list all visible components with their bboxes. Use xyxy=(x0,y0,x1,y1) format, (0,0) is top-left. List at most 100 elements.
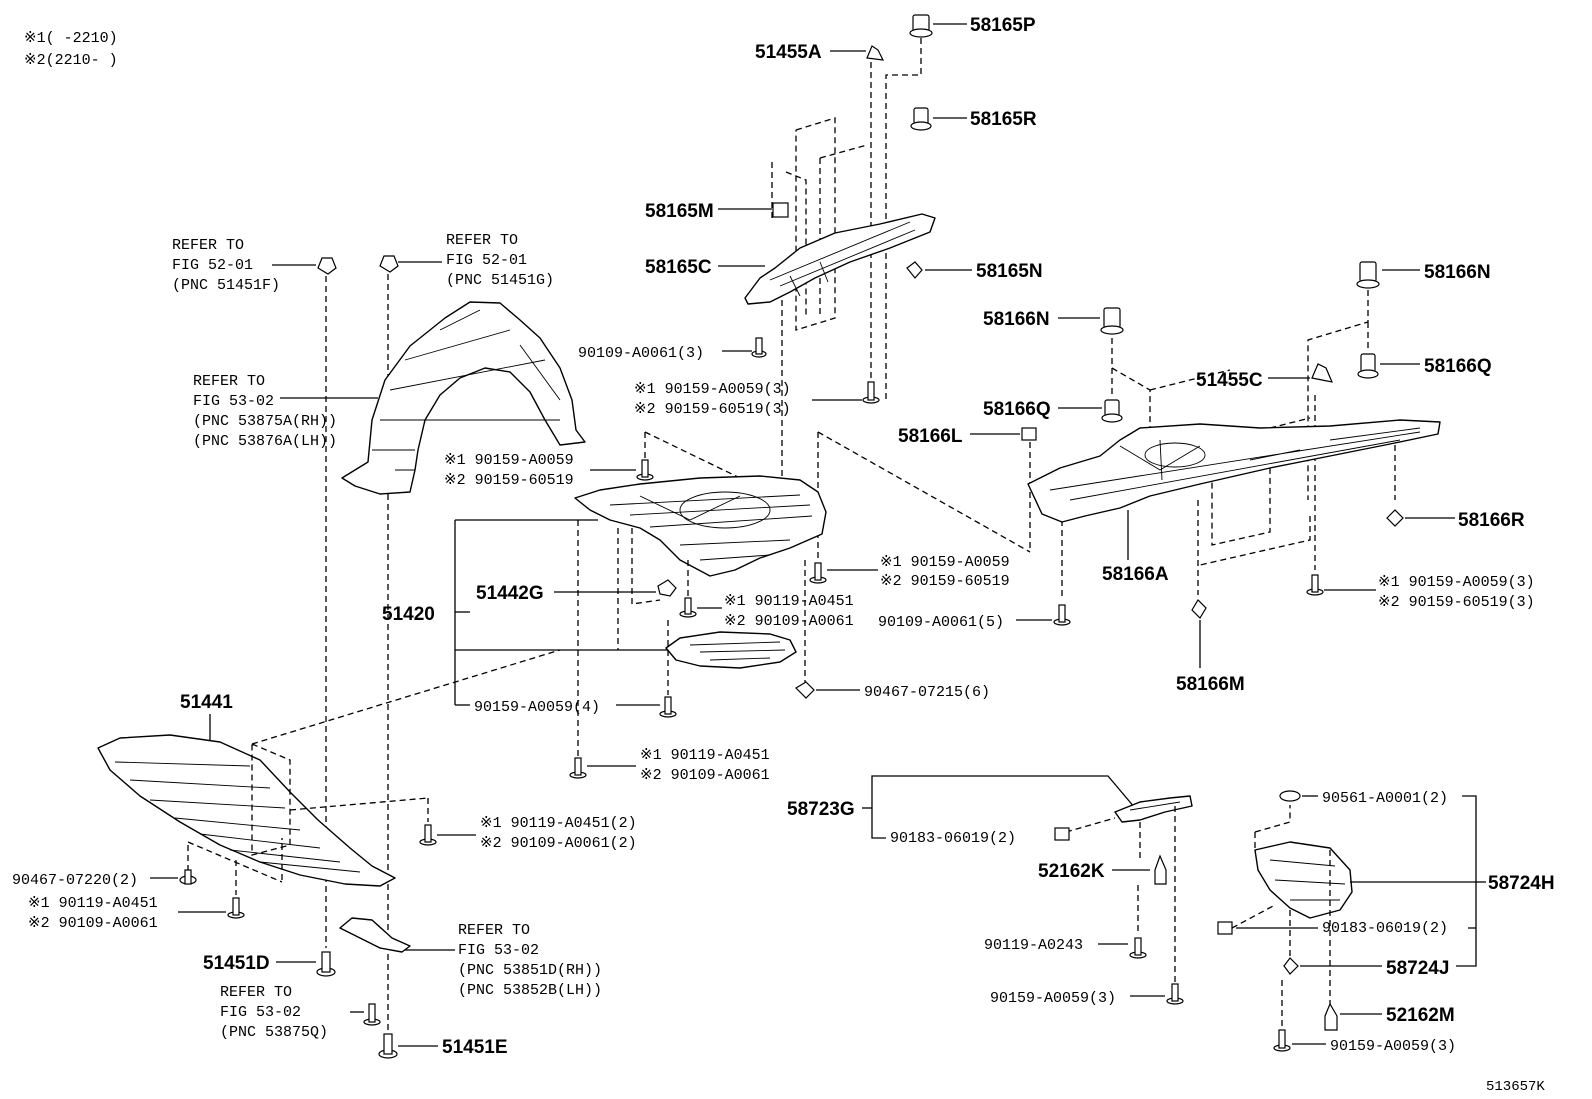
label-90159-a0059-4: 90159-A0059(4) xyxy=(474,699,600,716)
label-58166Q-right: 58166Q xyxy=(1424,356,1492,377)
label-51451E: 51451E xyxy=(442,1037,508,1058)
label-90109-a0061-c-s2: ※2 90109-A0061(2) xyxy=(480,835,637,852)
part-58165R xyxy=(910,107,932,131)
label-90119-a0451-c-s1: ※1 90119-A0451(2) xyxy=(480,815,637,832)
label-90109-a0061-5: 90109-A0061(5) xyxy=(878,614,1004,631)
label-58165P: 58165P xyxy=(970,15,1036,36)
part-58724H-cover xyxy=(1254,841,1353,919)
part-58166N-left xyxy=(1100,307,1124,335)
bolt-90119-a0243 xyxy=(1129,937,1147,959)
bolt-90159-a0059-3-br xyxy=(1273,1029,1291,1052)
part-fender-liner xyxy=(341,301,586,495)
label-90109-a0061-3: 90109-A0061(3) xyxy=(578,345,704,362)
label-90159-60519-3-s2: ※2 90159-60519(3) xyxy=(634,401,791,418)
bolt-90109-a0061-3 xyxy=(751,337,767,358)
part-52162M xyxy=(1324,1002,1338,1031)
bolt-90159-a0059-3-top xyxy=(862,381,880,404)
part-58166L xyxy=(1021,427,1037,441)
label-58724H: 58724H xyxy=(1488,873,1555,894)
clip-90467-07220 xyxy=(179,869,197,885)
refer-2-line-3: (PNC 51451G) xyxy=(446,272,554,289)
label-51455A: 51455A xyxy=(755,42,822,63)
part-51455A xyxy=(866,45,885,61)
label-58165C: 58165C xyxy=(645,257,712,278)
refer-4-line-2: FIG 53-02 xyxy=(458,942,539,959)
refer-5-line-3: (PNC 53875Q) xyxy=(220,1024,328,1041)
label-90159-60519-right-s2: ※2 90159-60519(3) xyxy=(1378,594,1535,611)
part-58724J xyxy=(1283,957,1299,975)
label-58165N: 58165N xyxy=(976,261,1043,282)
refer-3-line-4: (PNC 53876A(LH)) xyxy=(193,433,337,450)
label-58166N-right: 58166N xyxy=(1424,262,1491,283)
label-51420: 51420 xyxy=(382,604,435,625)
part-seal-bracket xyxy=(339,917,411,953)
part-51455C xyxy=(1311,363,1334,383)
label-51451D: 51451D xyxy=(203,953,270,974)
part-58166M xyxy=(1191,599,1207,619)
part-51442G xyxy=(657,579,677,597)
part-engine-undercover-rear xyxy=(665,631,797,669)
label-51442G: 51442G xyxy=(476,583,544,604)
label-58166A: 58166A xyxy=(1102,564,1169,585)
clip-90467-07215 xyxy=(795,681,815,699)
document-id: 513657K xyxy=(1486,1079,1545,1095)
label-52162M: 52162M xyxy=(1386,1005,1455,1026)
refer-1-line-1: REFER TO xyxy=(172,237,244,254)
refer-1-line-2: FIG 52-01 xyxy=(172,257,253,274)
bolt-90159-a0059-center xyxy=(636,459,654,481)
bolt-90119-a0451-d xyxy=(227,897,245,919)
part-58166N-right xyxy=(1356,261,1380,289)
label-90467-07220-2: 90467-07220(2) xyxy=(12,872,138,889)
part-58165C xyxy=(744,213,936,305)
part-51441-cover xyxy=(97,734,396,887)
label-90183-06019-a: 90183-06019(2) xyxy=(890,830,1016,847)
label-52162K: 52162K xyxy=(1038,861,1105,882)
label-58166L: 58166L xyxy=(898,426,963,447)
label-90467-07215-6: 90467-07215(6) xyxy=(864,684,990,701)
legend-line-1: ※1( -2210) xyxy=(24,30,118,47)
label-58723G: 58723G xyxy=(787,799,855,820)
label-58166M: 58166M xyxy=(1176,674,1245,695)
part-53875Q-bolt xyxy=(363,1003,381,1026)
legend-line-2: ※2(2210- ) xyxy=(24,52,118,69)
label-90561-a0001-2: 90561-A0001(2) xyxy=(1322,790,1448,807)
bolt-90119-a0451-c xyxy=(419,824,437,846)
label-58166Q-left: 58166Q xyxy=(983,399,1051,420)
bolt-90159-a0059-right xyxy=(1306,574,1324,596)
label-90119-a0243: 90119-A0243 xyxy=(984,937,1083,954)
label-90109-a0061-a-s2: ※2 90109-A0061 xyxy=(724,613,854,630)
bolt-90119-a0451-b xyxy=(569,757,587,779)
label-51455C: 51455C xyxy=(1196,370,1263,391)
label-58166N-left: 58166N xyxy=(983,309,1050,330)
refer-2-line-1: REFER TO xyxy=(446,232,518,249)
part-52162K xyxy=(1154,854,1167,885)
label-90159-a0059-mid-s1: ※1 90159-A0059 xyxy=(880,554,1010,571)
part-58723G-bracket xyxy=(1114,795,1193,823)
refer-1-line-3: (PNC 51451F) xyxy=(172,277,280,294)
label-90159-a0059-right-s1: ※1 90159-A0059(3) xyxy=(1378,574,1535,591)
refer-3-line-1: REFER TO xyxy=(193,373,265,390)
label-90159-a0059-3-br: 90159-A0059(3) xyxy=(1330,1038,1456,1055)
refer-4-line-3: (PNC 53851D(RH)) xyxy=(458,962,602,979)
label-90109-a0061-d-s2: ※2 90109-A0061 xyxy=(28,915,158,932)
part-58166A xyxy=(1027,419,1441,523)
label-58166R: 58166R xyxy=(1458,510,1525,531)
part-58166R xyxy=(1386,509,1404,527)
clip-90183-06019-b xyxy=(1217,921,1233,935)
bolt-90119-a0451-a xyxy=(679,597,697,618)
label-90159-a0059-3-s1: ※1 90159-A0059(3) xyxy=(634,381,791,398)
part-51451D xyxy=(316,951,336,977)
part-90561-a0001 xyxy=(1279,790,1301,802)
bolt-90159-a0059-4 xyxy=(659,696,677,718)
part-51451F xyxy=(317,257,337,275)
part-engine-undercover-front xyxy=(574,475,827,577)
part-51451G xyxy=(379,255,399,273)
label-90119-a0451-d-s1: ※1 90119-A0451 xyxy=(28,895,158,912)
label-58724J: 58724J xyxy=(1386,958,1449,979)
refer-4-line-1: REFER TO xyxy=(458,922,530,939)
label-90119-a0451-a-s1: ※1 90119-A0451 xyxy=(724,593,854,610)
part-58166Q-right xyxy=(1357,353,1379,379)
bolt-90159-a0059-3-low xyxy=(1166,983,1184,1005)
refer-5-line-2: FIG 53-02 xyxy=(220,1004,301,1021)
